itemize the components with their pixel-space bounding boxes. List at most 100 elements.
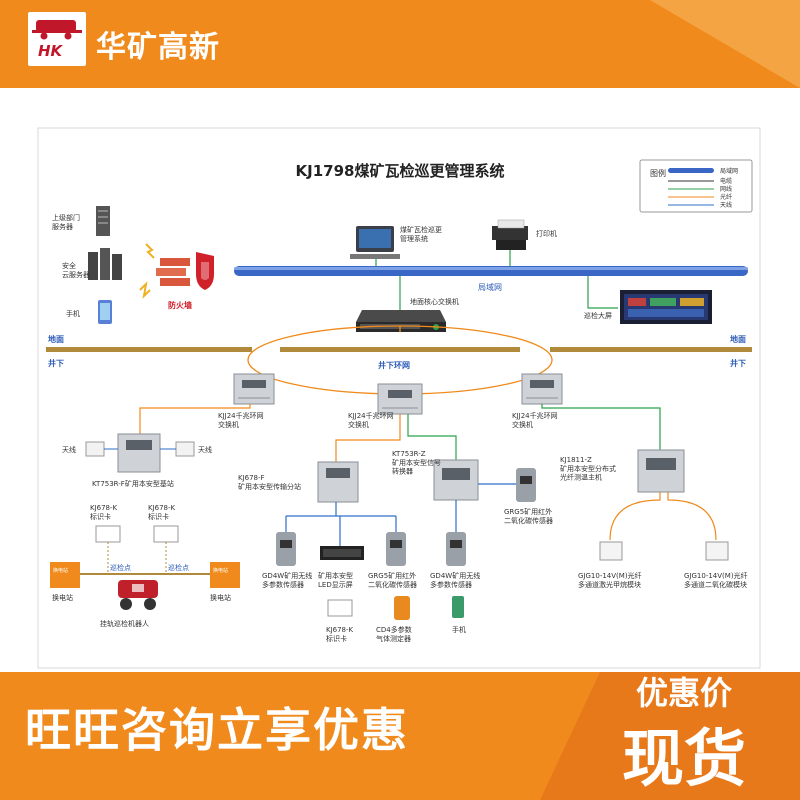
gjg-left-label: GJG10-14V(M)光纤多通道激光甲烷模块	[578, 571, 642, 589]
id-card-1-icon	[95, 525, 121, 543]
mine-cart-icon	[32, 20, 82, 40]
gas-patrol-label: 煤矿瓦检巡更管理系统	[400, 225, 442, 243]
phone-device	[98, 300, 112, 324]
switch-left-label: KJJ24千兆环网交换机	[218, 411, 264, 429]
patrol-point-1-label: 巡检点	[110, 563, 131, 572]
fiber-host-link	[541, 404, 661, 450]
diagram-title: KJ1798煤矿瓦检巡更管理系统	[295, 162, 505, 180]
ground-label-right: 地面	[730, 334, 746, 344]
base-station-label: KT753R-F矿用本安型基站	[92, 479, 174, 488]
led-screen-icon	[320, 546, 364, 560]
grg5-mid-icon	[386, 532, 406, 566]
banner-accent	[650, 0, 800, 88]
banner-slant	[540, 672, 600, 800]
switch-right-label: KJJ24千兆环网交换机	[512, 411, 558, 429]
legend-item-cable: 电缆	[720, 177, 732, 185]
antenna-left-label: 天线	[62, 445, 76, 454]
promo-text[interactable]: 旺旺咨询立享优惠	[25, 703, 409, 757]
printer-icon	[492, 219, 528, 250]
ground-label-left: 地面	[48, 334, 64, 344]
robot-label: 挂轨巡检机器人	[100, 619, 149, 628]
legend-item-ethernet: 网线	[720, 185, 732, 193]
gd4w-mid-icon	[446, 532, 466, 566]
station-left-icon: 换电站	[50, 562, 80, 588]
id-card-3-icon	[327, 599, 353, 617]
core-switch-label: 地面核心交换机	[410, 297, 459, 306]
banner-price-block	[600, 672, 800, 800]
antenna-right-icon	[175, 441, 195, 457]
grg5-right-icon	[516, 468, 536, 502]
gd4w-left-label: GD4W矿用无线多参数传感器	[262, 571, 312, 589]
gjg-right-label: GJG10-14V(M)光纤多通道二氧化碳模块	[684, 571, 748, 589]
ground-line-mid	[280, 347, 520, 352]
logo-text: HK	[38, 42, 63, 60]
gjg-left-icon	[599, 541, 623, 561]
ring-switch-right	[521, 373, 563, 405]
big-screen-link	[587, 276, 618, 309]
safety-cloud-label: 安全云服务器	[62, 261, 90, 279]
superior-server	[96, 206, 110, 236]
big-screen-label: 巡检大屏	[584, 311, 612, 320]
phone-under-label: 手机	[452, 625, 466, 634]
big-screen-icon	[620, 290, 712, 324]
stock-label: 现货	[622, 722, 747, 795]
printer-label: 打印机	[536, 229, 557, 238]
legend-item-antenna: 天线	[720, 201, 732, 209]
underground-label-left: 井下	[48, 358, 64, 368]
ring-switch-left	[233, 373, 275, 405]
diagram-frame	[37, 127, 761, 669]
legend-header: 图例	[650, 168, 666, 178]
base-station-link	[139, 404, 251, 434]
brand-name: 华矿高新	[96, 30, 220, 65]
station-right-icon: 换电站	[210, 562, 240, 588]
splitter-icon	[317, 461, 359, 503]
switch-mid-label: KJJ24千兆环网交换机	[348, 411, 394, 429]
core-switch-icon	[356, 310, 446, 332]
gd4w-mid-label: GD4W矿用无线多参数传感器	[430, 571, 480, 589]
gjg-right-icon	[705, 541, 729, 561]
ring-network-label: 井下环网	[378, 360, 410, 370]
gjg-right-link	[667, 492, 717, 541]
converter-link	[407, 414, 457, 460]
gd4w-left-icon	[276, 532, 296, 566]
station-right-tag: 换电站	[213, 567, 228, 574]
antenna-left-icon	[85, 441, 105, 457]
monitor-icon	[350, 226, 400, 259]
phone-under-icon	[452, 596, 464, 618]
phone-label: 手机	[66, 309, 80, 318]
grg5-mid-label: GRG5矿用红外二氧化碳传感器	[368, 571, 417, 589]
brand-logo	[28, 12, 86, 66]
grg5-right-label: GRG5矿用红外二氧化碳传感器	[504, 507, 553, 525]
fiber-host-icon	[637, 449, 685, 493]
ring-switch-mid	[377, 383, 423, 415]
price-label: 优惠价	[636, 674, 733, 712]
ground-line-left	[46, 347, 252, 352]
superior-server-label: 上级部门服务器	[52, 213, 80, 231]
cd4-tester-icon	[394, 596, 410, 620]
station-right-label: 换电站	[210, 593, 231, 602]
top-banner	[0, 0, 800, 88]
cd4-tester-label: CD4多参数气体测定器	[376, 625, 412, 643]
patrol-point-2-label: 巡检点	[168, 563, 189, 572]
splitter-link	[335, 414, 401, 462]
underground-label-right: 井下	[730, 358, 746, 368]
firewall-icon	[139, 243, 214, 299]
legend-item-fiber: 光纤	[720, 193, 732, 201]
id-card-2-icon	[153, 525, 179, 543]
legend-item-lan: 局域网	[720, 167, 738, 175]
safety-cloud-server	[88, 248, 122, 280]
robot-icon	[118, 580, 158, 610]
lan-label: 局域网	[478, 282, 502, 292]
station-left-tag: 换电站	[53, 567, 68, 574]
base-station-icon	[117, 433, 161, 473]
station-left-label: 换电站	[52, 593, 73, 602]
firewall-label: 防火墙	[168, 300, 192, 310]
